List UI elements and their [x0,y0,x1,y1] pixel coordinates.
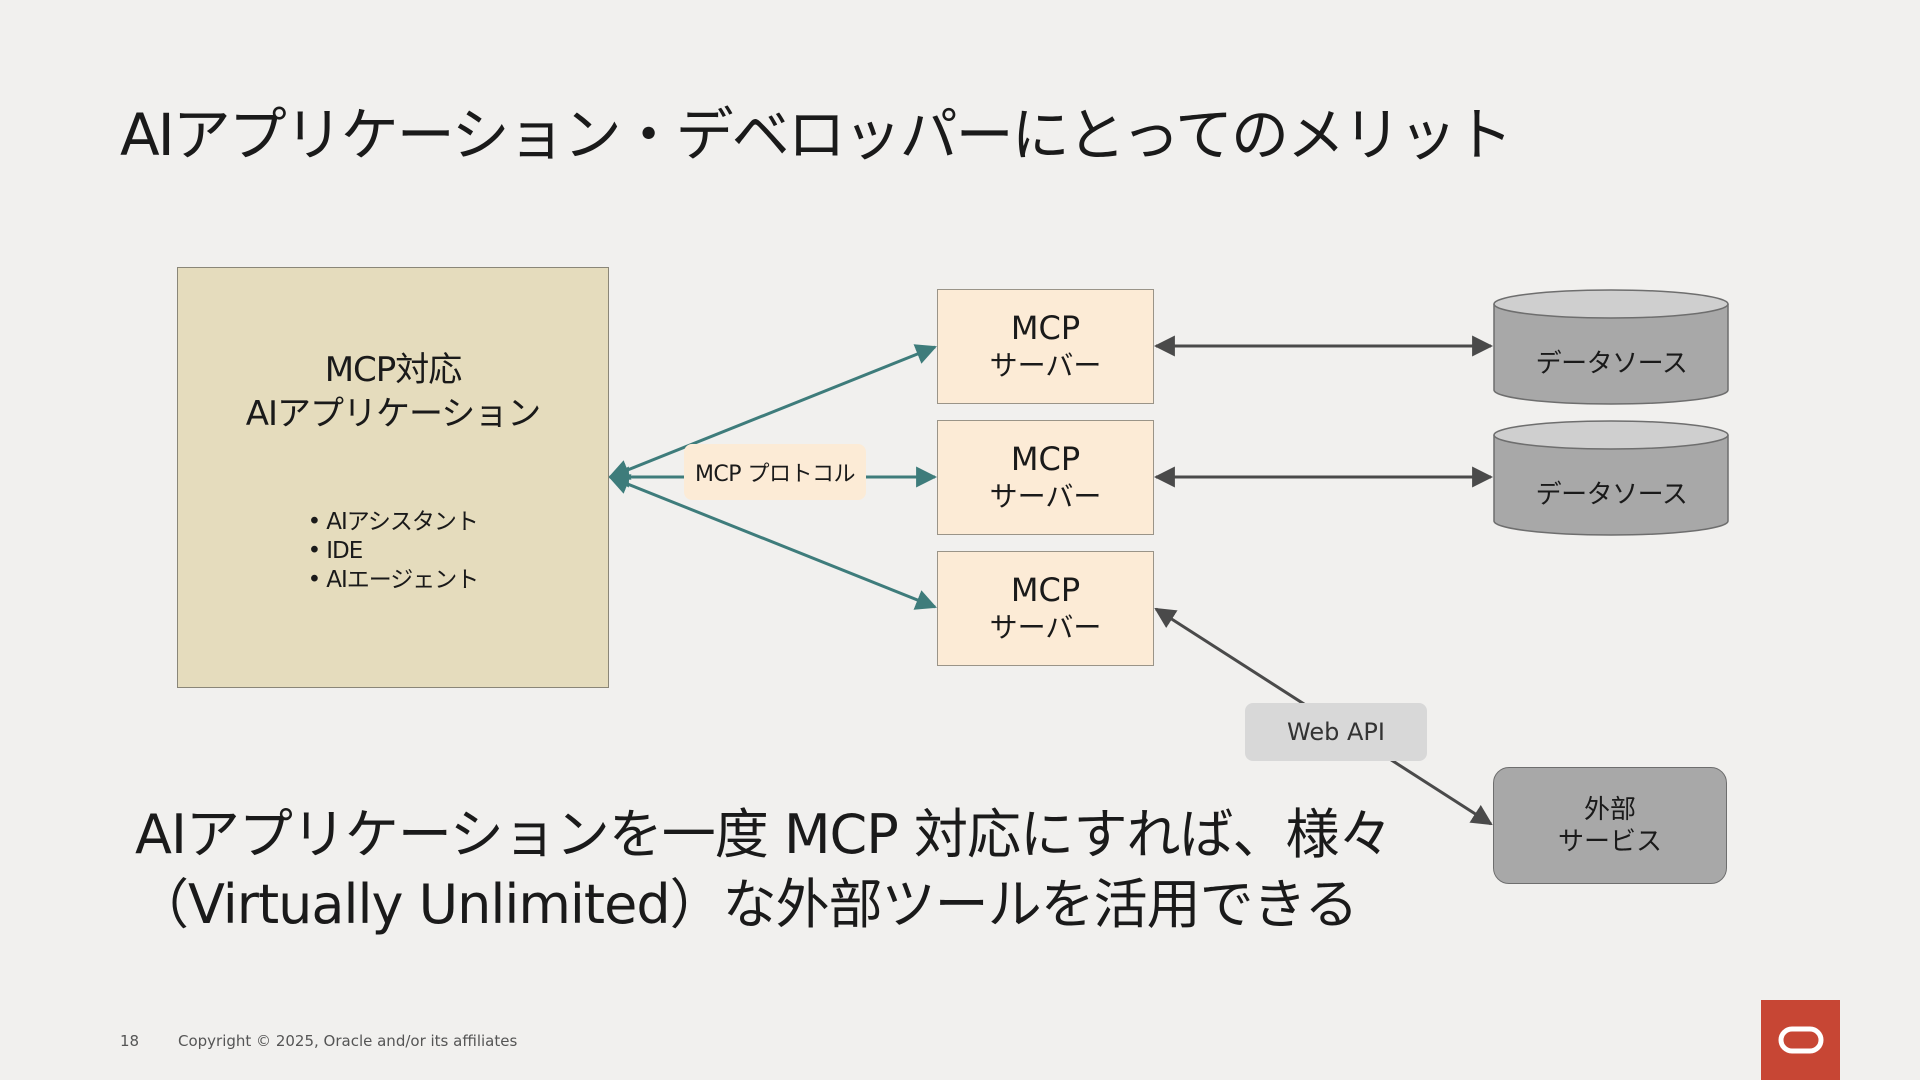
mcp-server-box-2: MCP サーバー [937,420,1154,535]
arrow-app-to-mcp-1 [608,344,937,480]
mcp-protocol-label: MCP プロトコル [684,444,866,500]
list-item: IDE [308,537,479,566]
mcp-ai-application-box: MCP対応 AIアプリケーション AIアシスタント IDE AIエージェント [177,267,609,688]
list-item: AIエージェント [308,566,479,595]
mcp-server-box-3: MCP サーバー [937,551,1154,666]
datasource-cylinder-1 [1493,289,1729,405]
external-service-box: 外部 サービス [1493,767,1727,884]
oracle-logo-icon [1761,1000,1840,1080]
oracle-logo-shape [1778,1026,1823,1054]
arrow-app-to-mcp-3 [608,474,937,610]
slide-title: AIアプリケーション・デベロッパーにとってのメリット [120,101,1513,169]
list-item: AIアシスタント [308,508,479,537]
app-examples-list: AIアシスタント IDE AIエージェント [308,508,479,595]
copyright-text: Copyright © 2025, Oracle and/or its affi… [178,1032,518,1050]
datasource-cylinder-2 [1493,420,1729,536]
datasource-label-2: データソース [1535,480,1688,510]
mcp-server-box-1: MCP サーバー [937,289,1154,404]
page-number: 18 [120,1032,140,1050]
datasource-label-1: データソース [1535,349,1688,379]
app-title: MCP対応 AIアプリケーション [245,350,542,434]
summary-text: AIアプリケーションを一度 MCP 対応にすれば、様々 （Virtually U… [135,803,1393,936]
web-api-label: Web API [1245,703,1427,761]
